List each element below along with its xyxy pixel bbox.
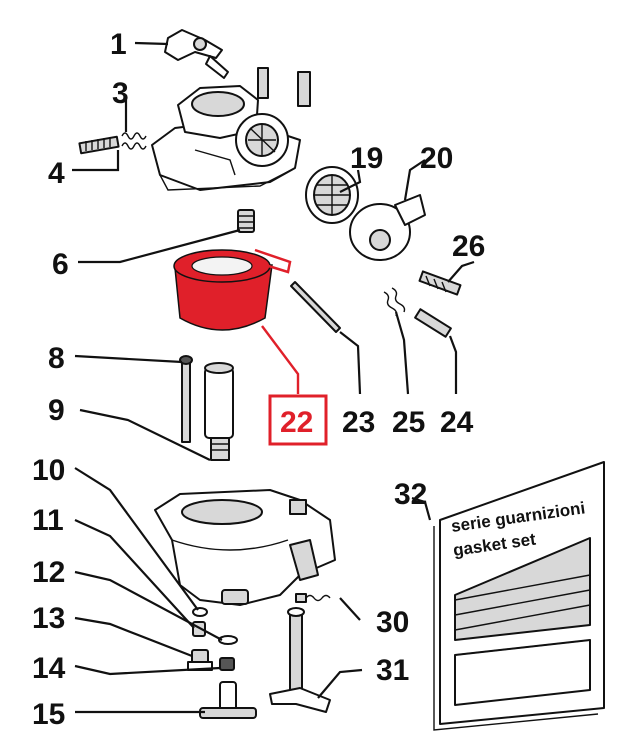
callout-4: 4 bbox=[48, 157, 65, 190]
part-24-screw bbox=[414, 308, 452, 338]
part-14-nut bbox=[219, 657, 235, 671]
callout-19: 19 bbox=[350, 142, 383, 175]
part-13-drain-screw bbox=[187, 649, 213, 671]
callout-24: 24 bbox=[440, 406, 474, 439]
part-15-fuel-inlet bbox=[199, 681, 257, 719]
callout-22-box bbox=[268, 394, 328, 446]
callout-30: 30 bbox=[376, 606, 409, 639]
part-19-filter bbox=[305, 166, 359, 224]
part-30-idle-screw bbox=[295, 593, 331, 603]
callout-14: 14 bbox=[32, 652, 66, 685]
part-32-gasket-kit bbox=[433, 461, 605, 731]
callout-22: 22 bbox=[280, 406, 313, 439]
callout-6: 6 bbox=[52, 248, 69, 281]
leader-lines bbox=[72, 41, 475, 714]
callout-20: 20 bbox=[420, 142, 453, 175]
part-12-gasket bbox=[218, 635, 238, 645]
part-31-shaft-lever bbox=[269, 607, 331, 713]
callout-26: 26 bbox=[452, 230, 485, 263]
callout-31: 31 bbox=[376, 654, 409, 687]
lower-float-bowl bbox=[154, 489, 336, 606]
callout-1: 1 bbox=[110, 28, 127, 61]
part-1-throttle-lever bbox=[164, 29, 229, 79]
part-8-pin bbox=[179, 355, 193, 443]
part-4-screw bbox=[78, 135, 120, 155]
callout-8: 8 bbox=[48, 342, 65, 375]
part-23-needle bbox=[290, 281, 341, 333]
callout-25: 25 bbox=[392, 406, 425, 439]
part-22-float-highlighted bbox=[173, 248, 292, 331]
part-26-screw bbox=[418, 270, 462, 296]
part-3-spring bbox=[121, 132, 147, 150]
part-6-jet bbox=[237, 209, 255, 233]
part-25-spring bbox=[383, 287, 406, 317]
part-10-washer bbox=[192, 607, 208, 617]
callout-10: 10 bbox=[32, 454, 65, 487]
callout-3: 3 bbox=[112, 77, 129, 110]
callout-12: 12 bbox=[32, 556, 65, 589]
callout-15: 15 bbox=[32, 698, 65, 731]
callout-13: 13 bbox=[32, 602, 65, 635]
part-20-air-cover bbox=[349, 194, 426, 261]
callout-23: 23 bbox=[342, 406, 375, 439]
upper-carburetor-body bbox=[151, 67, 311, 191]
callout-11: 11 bbox=[32, 504, 64, 537]
callout-32: 32 bbox=[394, 478, 427, 511]
callout-numbers: 1 3 4 6 8 9 10 11 12 13 14 15 19 20 26 2… bbox=[32, 28, 485, 731]
callout-9: 9 bbox=[48, 394, 65, 427]
part-9-emulsion-tube bbox=[204, 362, 234, 461]
